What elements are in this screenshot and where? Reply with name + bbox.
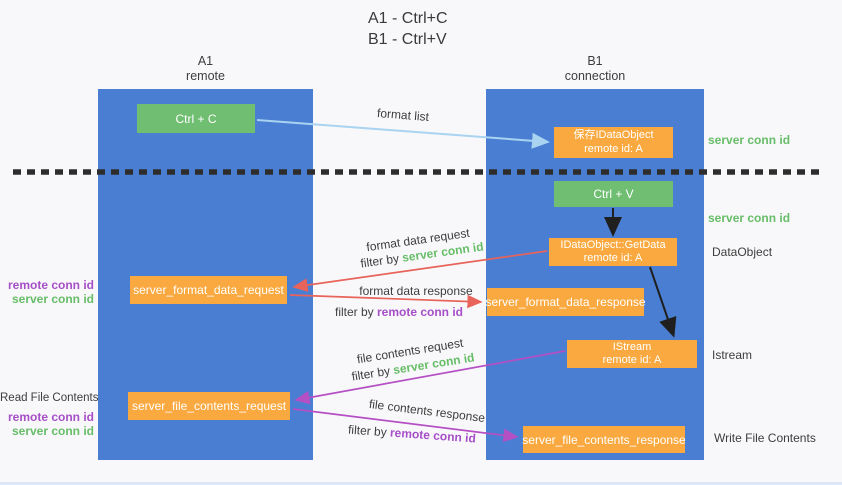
file-contents-response-filter-label: filter by remote conn id — [327, 421, 498, 447]
save-idataobject-line2: remote id: A — [584, 142, 643, 155]
right-write-file-contents-label: Write File Contents — [714, 431, 816, 445]
format-data-response-filter-label: filter by remote conn id — [314, 305, 484, 319]
left-read-file-contents-label: Read File Contents — [0, 392, 99, 404]
left-column-header: A1 remote — [98, 54, 313, 84]
ctrl-c-box: Ctrl + C — [137, 104, 255, 133]
file-contents-response-label: file contents response — [368, 396, 486, 426]
right-istream-label: Istream — [712, 348, 753, 362]
left-column-role: remote — [186, 69, 225, 83]
istream-line1: IStream — [612, 340, 652, 353]
right-dataobject-label: DataObject — [712, 245, 773, 259]
server-file-contents-response-box: server_file_contents_response — [522, 426, 686, 453]
filter-remote-conn-id: remote conn id — [377, 305, 464, 319]
ctrl-v-box: Ctrl + V — [554, 181, 673, 207]
server-format-data-request-label: server_format_data_request — [133, 283, 284, 297]
diagram-title: A1 - Ctrl+C B1 - Ctrl+V — [368, 8, 448, 50]
filter-remote-conn-id: remote conn id — [389, 425, 477, 446]
left-format-conn-id-block: remote conn id server conn id — [6, 278, 94, 306]
ctrl-v-label: Ctrl + V — [593, 187, 634, 201]
left-file-remote-conn-id: remote conn id — [7, 410, 94, 424]
getdata-line1: IDataObject::GetData — [560, 238, 666, 251]
right-server-conn-id-mid: server conn id — [708, 211, 791, 225]
filter-by-prefix: filter by — [334, 305, 377, 319]
server-file-contents-response-label: server_file_contents_response — [522, 432, 686, 447]
server-format-data-response-box: server_format_data_response — [485, 288, 646, 316]
right-column-header: B1 connection — [486, 54, 704, 84]
getdata-line2: remote id: A — [583, 252, 643, 264]
save-idataobject-box: 保存IDataObject remote id: A — [554, 127, 673, 158]
filter-by-prefix: filter by — [347, 422, 391, 440]
right-column-name: B1 — [587, 54, 603, 68]
right-column-role: connection — [564, 69, 626, 83]
left-format-remote-conn-id: remote conn id — [7, 278, 94, 292]
server-format-data-response-label: server_format_data_response — [485, 295, 646, 309]
title-line-b1: B1 - Ctrl+V — [368, 31, 447, 48]
bottom-edge-strip — [0, 482, 842, 485]
server-file-contents-request-label: server_file_contents_request — [131, 399, 287, 413]
idataobject-getdata-box: IDataObject::GetData remote id: A — [549, 238, 677, 266]
left-file-server-conn-id: server conn id — [11, 424, 94, 438]
format-list-label: format list — [376, 105, 430, 125]
save-idataobject-line1: 保存IDataObject — [573, 129, 654, 141]
title-line-a1: A1 - Ctrl+C — [368, 10, 448, 27]
server-file-contents-request-box: server_file_contents_request — [128, 392, 290, 420]
right-server-conn-id-top: server conn id — [708, 133, 791, 147]
left-column-name: A1 — [197, 54, 214, 68]
ctrl-c-label: Ctrl + C — [175, 111, 217, 126]
left-format-server-conn-id: server conn id — [11, 292, 94, 306]
istream-box: IStream remote id: A — [567, 340, 697, 368]
format-data-response-label: format data response — [359, 284, 473, 298]
istream-line2: remote id: A — [602, 354, 662, 366]
left-file-conn-id-block: Read File Contents remote conn id server… — [0, 391, 99, 438]
server-format-data-request-box: server_format_data_request — [130, 276, 287, 304]
